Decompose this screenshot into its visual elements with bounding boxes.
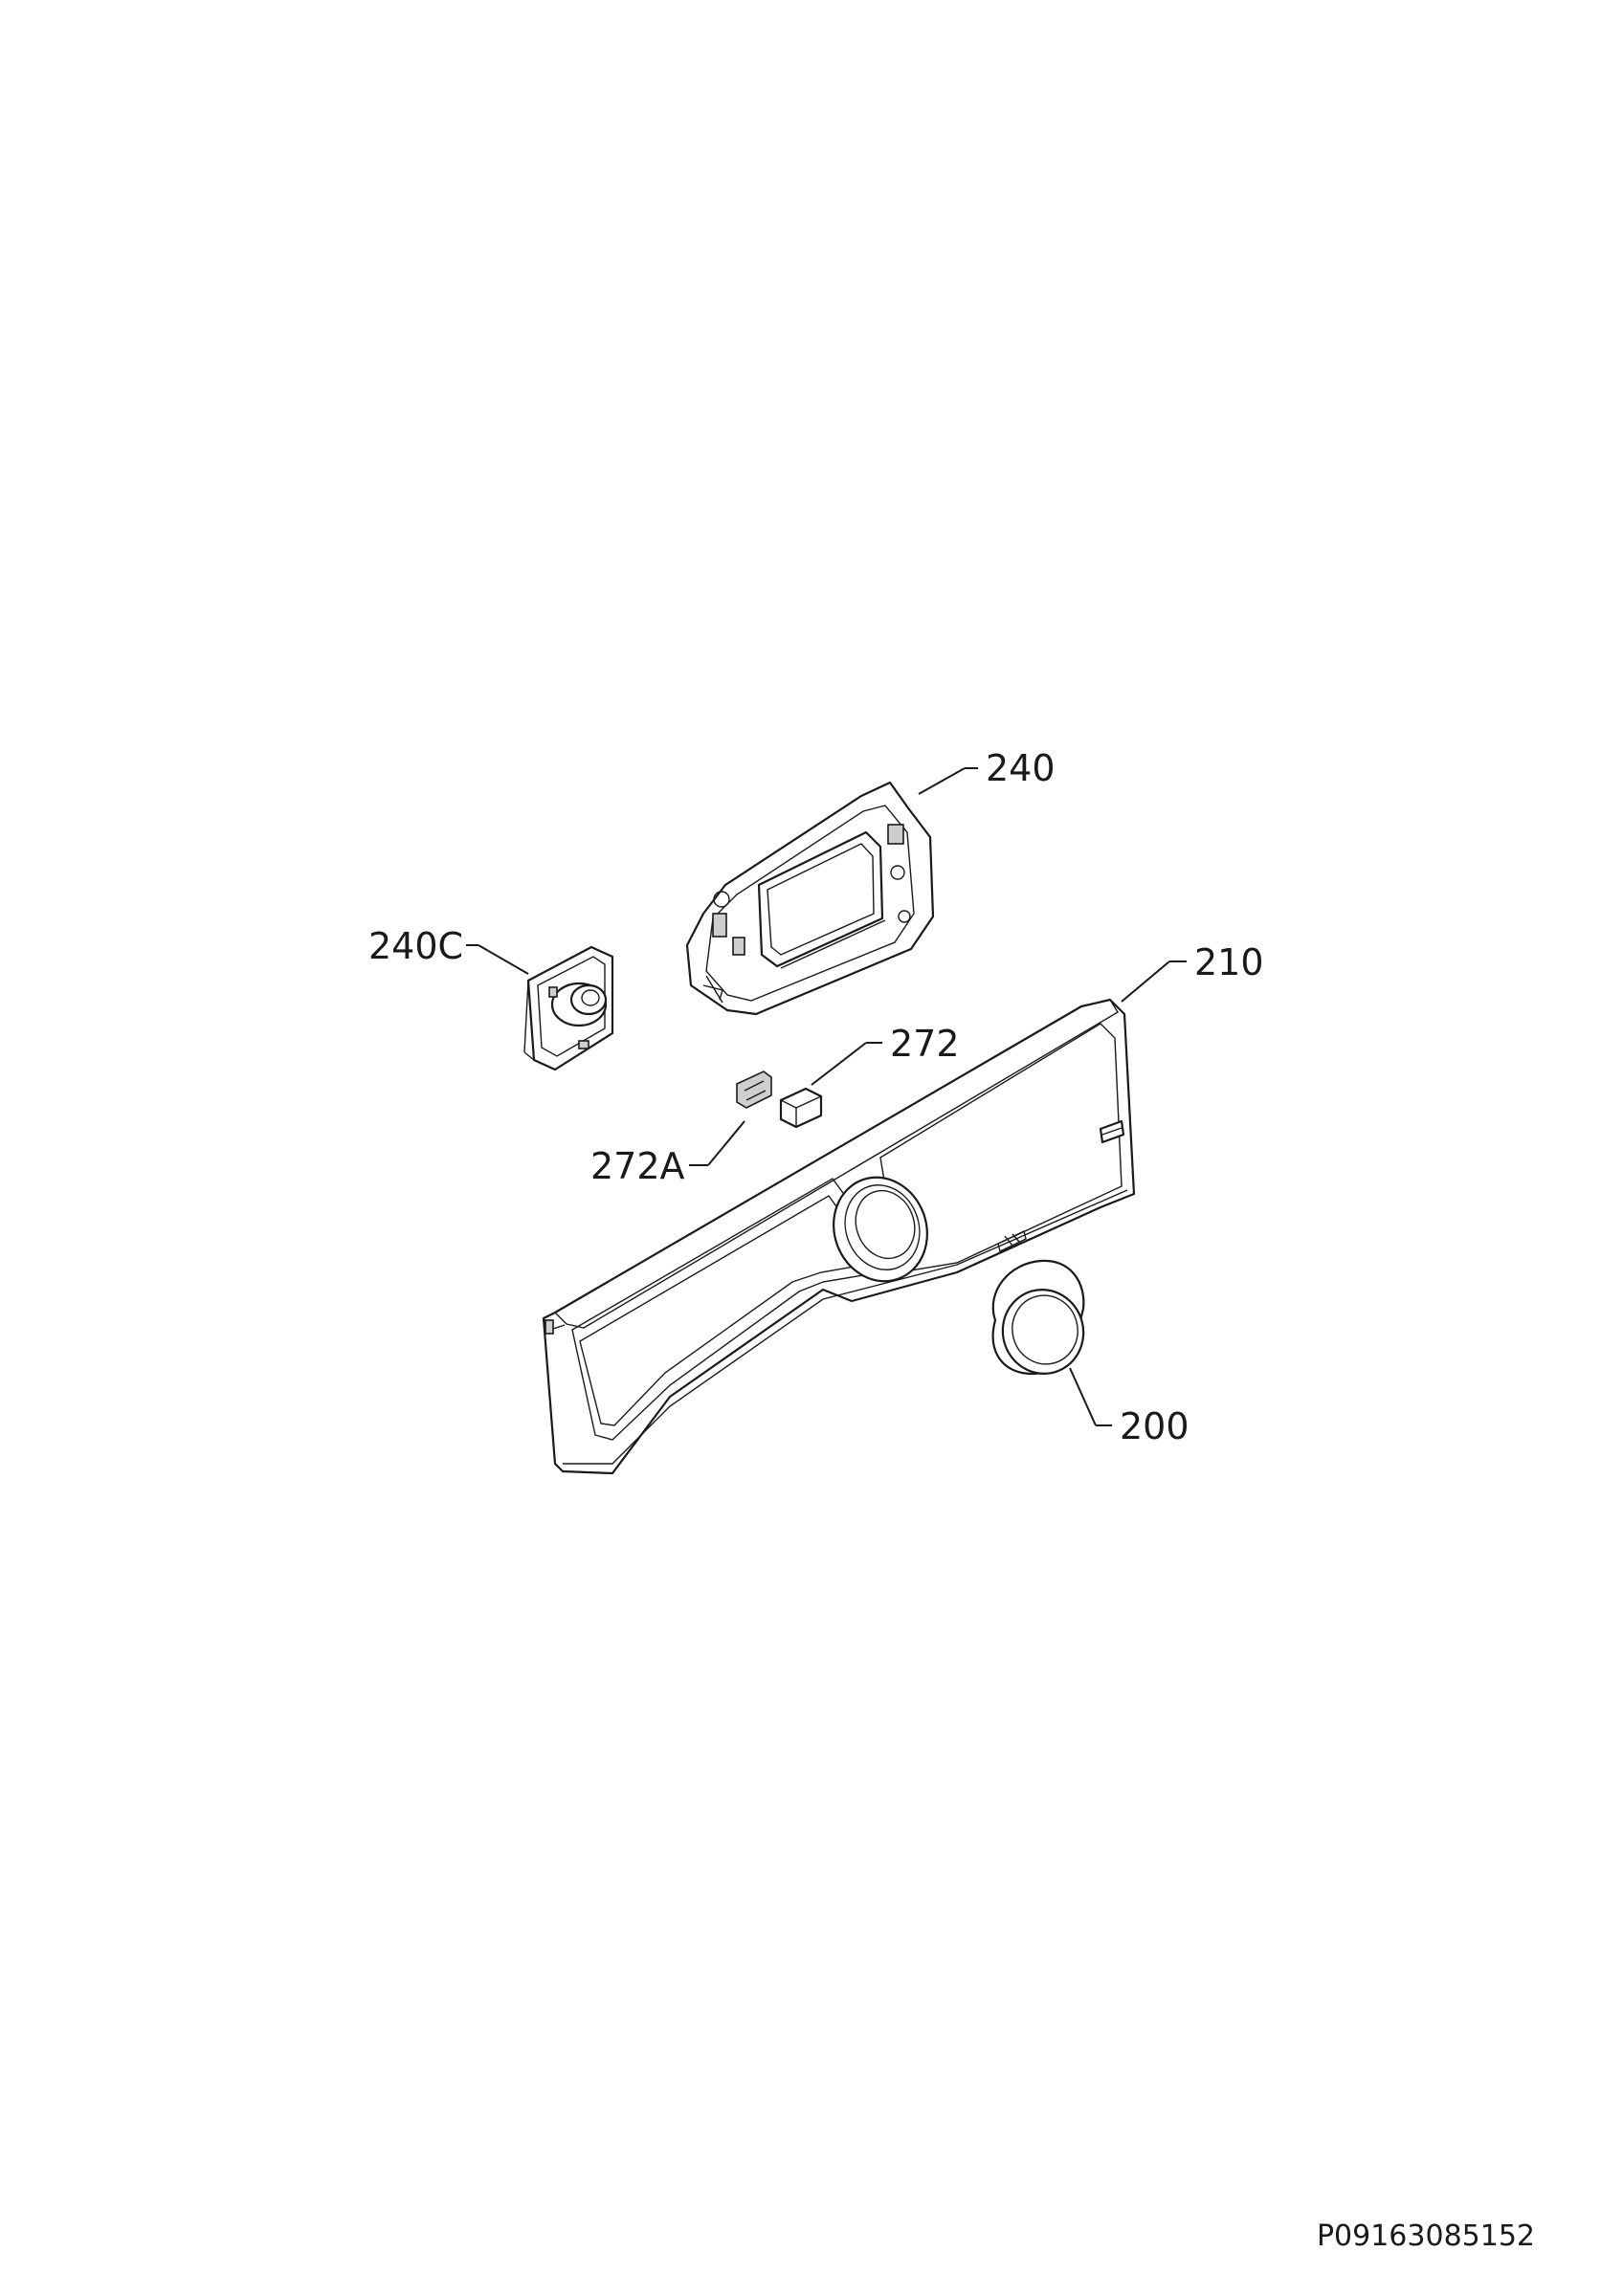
part-272A-bracket[interactable]	[736, 1071, 772, 1109]
callout-210: 210	[1194, 941, 1264, 983]
leader-272	[811, 1042, 867, 1086]
callout-200: 200	[1120, 1405, 1189, 1447]
part-240-control-board[interactable]	[685, 781, 935, 1016]
leader-200	[1069, 1367, 1097, 1426]
part-200-knob[interactable]	[991, 1259, 1093, 1382]
callout-272A: 272A	[590, 1145, 685, 1187]
leader-240C-angle	[478, 944, 529, 975]
part-272-light-guide[interactable]	[779, 1087, 823, 1129]
callout-240C: 240C	[368, 925, 463, 967]
part-240C-selector-module[interactable]	[523, 945, 614, 1071]
drawing-code: P09163085152	[1317, 2219, 1535, 2253]
callout-240: 240	[986, 747, 1056, 789]
leader-210	[1121, 960, 1170, 1003]
leader-240	[918, 767, 966, 795]
part-210-control-panel[interactable]	[542, 998, 1136, 1475]
leader-272A	[707, 1120, 745, 1166]
callout-272: 272	[890, 1023, 960, 1065]
